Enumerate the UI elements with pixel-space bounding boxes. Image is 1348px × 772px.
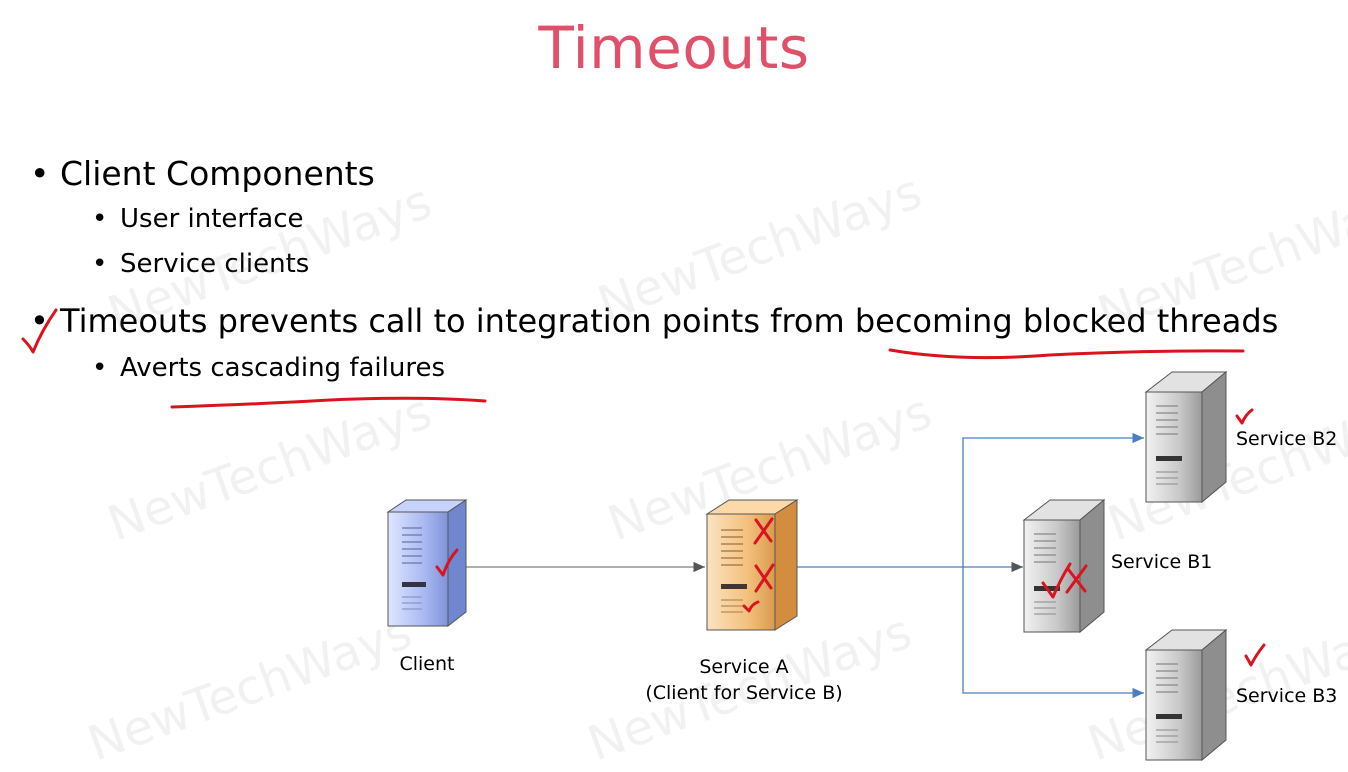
checkmark-icon: [1041, 562, 1072, 599]
bullet-text: Client Components: [60, 154, 375, 193]
bullet-text: Averts cascading failures: [120, 353, 445, 383]
bullet-text: User interface: [120, 204, 304, 234]
bullet-client-components: • Client Components: [30, 154, 375, 193]
server-service-b3-icon: [1144, 628, 1228, 762]
node-label-service-b1: Service B1: [1111, 551, 1213, 573]
cross-icon: [753, 517, 774, 545]
node-label-service-b2: Service B2: [1236, 428, 1338, 450]
checkmark-icon: [21, 308, 58, 354]
bullet-averts-failures: • Averts cascading failures: [92, 353, 445, 383]
bullet-dot: •: [92, 204, 108, 234]
checkmark-icon: [435, 548, 459, 577]
node-sublabel-service-a: (Client for Service B): [645, 682, 843, 704]
fanout-connectors: [795, 432, 1144, 699]
node-label-service-a: Service A: [699, 656, 789, 678]
bullet-timeouts: • Timeouts prevents call to integration …: [30, 302, 1279, 340]
bullet-dot: •: [92, 353, 108, 383]
server-service-a-icon: [705, 499, 799, 631]
cross-icon: [754, 563, 775, 593]
bullet-service-clients: • Service clients: [92, 249, 310, 279]
node-label-service-b3: Service B3: [1236, 685, 1338, 707]
server-client-icon: [386, 499, 468, 628]
slide-title: Timeouts: [538, 14, 810, 82]
bullet-dot: •: [30, 154, 50, 193]
bullet-text: Service clients: [120, 249, 310, 279]
bullet-text: Timeouts prevents call to integration po…: [60, 302, 1279, 340]
bullet-dot: •: [92, 249, 108, 279]
node-label-client: Client: [399, 653, 455, 675]
server-service-b1-icon: [1022, 498, 1106, 634]
checkmark-icon: [742, 600, 760, 613]
underline-annotation: [170, 396, 487, 409]
checkmark-icon: [1235, 408, 1254, 425]
cross-icon: [1065, 564, 1088, 594]
checkmark-icon: [1244, 643, 1266, 667]
server-service-b2-icon: [1144, 370, 1228, 504]
bullet-user-interface: • User interface: [92, 204, 304, 234]
underline-annotation: [888, 348, 1245, 360]
